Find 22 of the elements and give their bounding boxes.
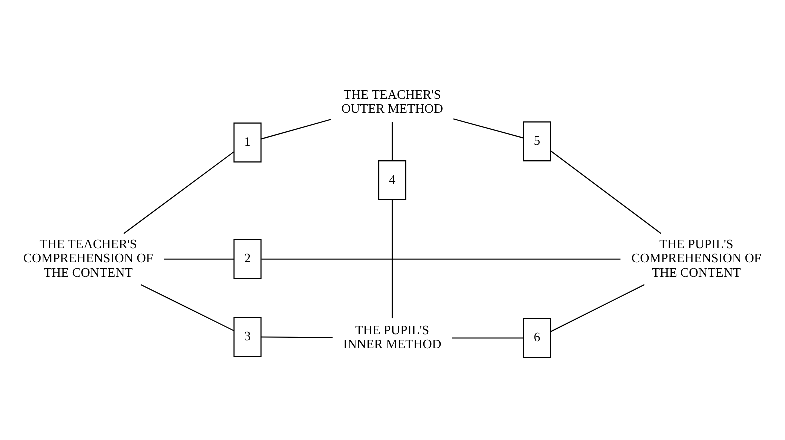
connector [452,337,524,338]
connector [140,284,234,331]
connector [124,151,234,234]
node-text: THE PUPIL'S COMPREHENSION OF THE CONTENT [632,236,762,280]
connector [261,118,332,140]
node-text: THE TEACHER'S COMPREHENSION OF THE CONTENT [23,236,154,280]
node-box: 3 [234,316,262,357]
connector [164,258,234,260]
connector [550,284,645,332]
node-box: 1 [234,122,262,162]
node-text: THE PUPIL'S INNER METHOD [343,322,442,352]
connector [392,122,394,160]
node-text: THE TEACHER'S OUTER METHOD [342,86,444,116]
connector [262,258,621,260]
node-box: 2 [234,238,262,279]
connector [550,150,662,234]
node-box: 4 [378,160,407,200]
connector [261,336,333,338]
connector [454,118,524,138]
connector [392,200,394,318]
node-box: 6 [523,318,552,358]
node-box: 5 [523,121,552,162]
